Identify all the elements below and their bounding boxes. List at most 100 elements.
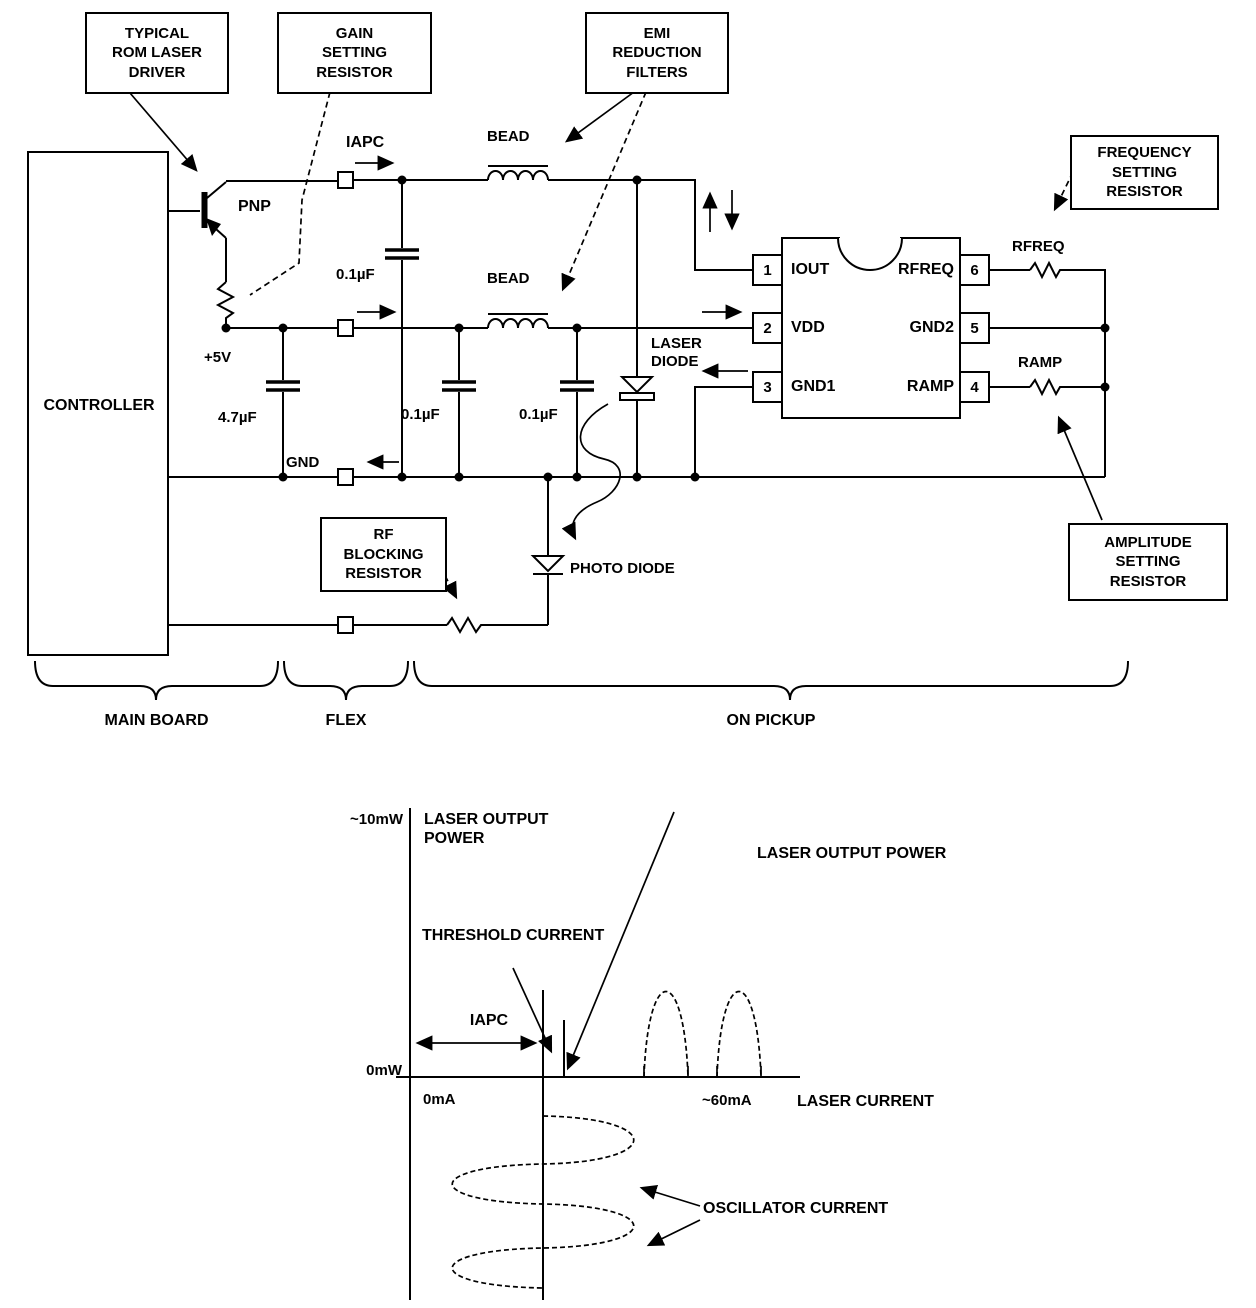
vdd-capacitor1-0u1 [442, 328, 476, 477]
callout-emi-filters: EMI REDUCTION FILTERS [585, 12, 729, 94]
flex-connector-vdd [337, 319, 354, 337]
pin-num-3: 3 [763, 378, 772, 396]
graph-yzero-label: 0mW [366, 1062, 402, 1079]
callout-rom-driver: TYPICAL ROM LASER DRIVER [85, 12, 229, 94]
callout-emi-filters-text: EMI REDUCTION FILTERS [612, 24, 702, 81]
gain-resistor-pointer [249, 91, 331, 296]
bead2-inductor [487, 313, 549, 329]
pin-num-1: 1 [763, 261, 772, 279]
callout-rom-driver-text: TYPICAL ROM LASER DRIVER [112, 24, 202, 81]
cap-vdd2-label: 0.1µF [519, 406, 558, 423]
pin-name-gnd1: GND1 [791, 378, 836, 395]
rfreq-resistor-symbol [989, 260, 1106, 477]
iapc-line [226, 155, 753, 271]
oscillator-arrow-lower [646, 1219, 701, 1247]
flex-connector-monitor [337, 616, 354, 634]
pin-name-rfreq: RFREQ [898, 261, 954, 278]
section-braces [34, 660, 1129, 701]
pin-num-4: 4 [970, 378, 979, 396]
laser-power-pointer-arrow [566, 811, 675, 1071]
pnp-label: PNP [238, 198, 271, 215]
callout-rf-blocking-resistor: RF BLOCKING RESISTOR [320, 517, 447, 592]
main-board-brace [34, 660, 279, 701]
gnd2-wire [989, 323, 1110, 333]
threshold-pointer-arrow [512, 967, 553, 1054]
amplitude-resistor-arrow [1057, 415, 1103, 521]
vdd-line [221, 304, 753, 337]
ramp-net-label: RAMP [1018, 354, 1063, 371]
cap-vdd1-label: 0.1µF [401, 406, 440, 423]
bulk-capacitor-4u7 [266, 328, 300, 477]
pin-name-ramp: RAMP [906, 378, 954, 395]
graph-threshold-label: THRESHOLD CURRENT [422, 927, 605, 944]
rfreq-net-label: RFREQ [1012, 238, 1065, 255]
callout-amplitude-resistor: AMPLITUDE SETTING RESISTOR [1068, 523, 1228, 601]
photo-diode-label: PHOTO DIODE [570, 560, 675, 577]
rf-blocking-resistor-symbol [446, 615, 486, 635]
main-board-label: MAIN BOARD [104, 712, 209, 729]
pin-num-6: 6 [970, 261, 979, 279]
bead1-label: BEAD [487, 128, 530, 145]
pnp-transistor [168, 181, 227, 239]
callout-rf-blocking-resistor-text: RF BLOCKING RESISTOR [343, 526, 424, 583]
photo-diode-symbol [530, 477, 566, 625]
graph-curve-label: LASER OUTPUT POWER [757, 845, 947, 862]
pin-box-1 [752, 254, 783, 286]
pin-num-2: 2 [763, 319, 772, 337]
pin-name-gnd2: GND2 [909, 319, 954, 336]
ic-body [752, 236, 990, 419]
flex-label: FLEX [325, 712, 367, 729]
graph-xzero-label: 0mA [423, 1091, 456, 1108]
graph-x60-label: ~60mA [702, 1092, 752, 1109]
graph-xtitle: LASER CURRENT [797, 1093, 934, 1110]
gnd1-wire [694, 363, 753, 477]
cap-bulk-label: 4.7µF [218, 409, 257, 426]
graph-ymax-label: ~10mW [350, 811, 403, 828]
emi-arrow-1 [564, 91, 635, 143]
pin-box-4 [959, 371, 990, 403]
bead1-inductor [487, 165, 549, 181]
frequency-resistor-arrow [1053, 171, 1074, 212]
graph-osc-label: OSCILLATOR CURRENT [703, 1200, 889, 1217]
laser-diode-label: LASER DIODE [651, 335, 702, 370]
callout-amplitude-resistor-text: AMPLITUDE SETTING RESISTOR [1104, 533, 1192, 590]
on-pickup-label: ON PICKUP [726, 712, 816, 729]
power-humps [643, 990, 762, 1078]
callout-gain-resistor-text: GAIN SETTING RESISTOR [316, 24, 393, 81]
graph [396, 808, 800, 1300]
iapc-top-label: IAPC [346, 134, 385, 151]
ic-notch [837, 237, 903, 271]
pin-box-6 [959, 254, 990, 286]
oscillator-arrow-upper [639, 1184, 701, 1207]
cap-iapc-label: 0.1µF [336, 266, 375, 283]
callout-frequency-resistor: FREQUENCY SETTING RESISTOR [1070, 135, 1219, 210]
plus5v-label: +5V [204, 349, 232, 366]
pin-num-5: 5 [970, 319, 979, 337]
flex-brace [283, 660, 409, 701]
flex-connector-gnd [337, 468, 354, 486]
callout-frequency-resistor-text: FREQUENCY SETTING RESISTOR [1097, 144, 1192, 201]
pin-box-3 [752, 371, 783, 403]
gain-resistor [215, 238, 236, 328]
graph-ytitle: LASER OUTPUT POWER [424, 811, 549, 848]
laser-light-squiggle [561, 403, 621, 541]
controller-label: CONTROLLER [43, 397, 155, 414]
on-pickup-brace [413, 660, 1129, 701]
oscillator-sine [451, 1115, 635, 1289]
graph-iapc-label: IAPC [469, 1012, 509, 1029]
laser-diode-symbol [619, 180, 655, 477]
emi-arrow-2 [561, 91, 647, 292]
pin-name-iout: IOUT [791, 261, 830, 278]
pin-box-2 [752, 312, 783, 344]
pin-name-vdd: VDD [791, 319, 825, 336]
monitor-line [168, 615, 548, 635]
iapc-capacitor-0u1 [385, 180, 419, 477]
vdd-capacitor2-0u1 [560, 328, 594, 477]
ramp-resistor-symbol [989, 377, 1110, 397]
bead2-label: BEAD [487, 270, 530, 287]
controller-box [27, 151, 169, 656]
rom-driver-arrow [129, 92, 198, 172]
gnd-label: GND [286, 454, 320, 471]
